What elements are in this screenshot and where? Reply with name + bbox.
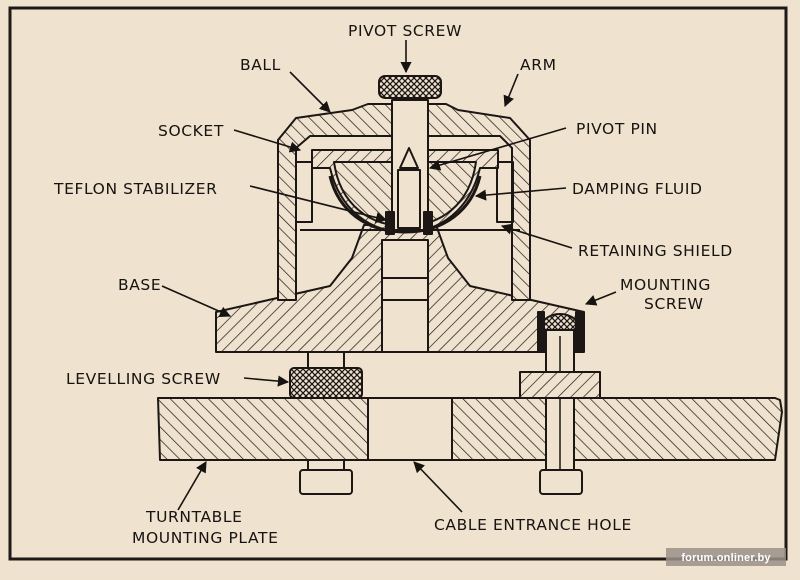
watermark: forum.onliner.by <box>666 548 786 566</box>
levelling-screw-nut <box>299 469 353 495</box>
arm-housing <box>277 103 531 301</box>
leader-lines <box>161 40 617 513</box>
label-arm: ARM <box>520 56 557 74</box>
teflon-stabilizer-left <box>385 211 395 235</box>
label-cable-entrance-hole: CABLE ENTRANCE HOLE <box>434 516 632 534</box>
left-retaining-shield <box>295 161 313 223</box>
label-base: BASE <box>118 276 161 294</box>
base-bore <box>381 239 429 353</box>
mounting-screw-nut <box>539 469 583 495</box>
leader-arm <box>503 73 519 108</box>
turntable-mounting-plate <box>157 397 783 461</box>
pivot-pin-cavity <box>397 169 421 229</box>
pivot-pin-tip <box>399 147 419 169</box>
label-damping-fluid: DAMPING FLUID <box>572 180 703 198</box>
watermark-background <box>666 548 786 566</box>
levelling-screw-knob <box>289 367 363 399</box>
callout-labels: PIVOT SCREW BALL ARM SOCKET PIVOT PIN TE… <box>53 22 733 547</box>
cable-entrance-hole-shape <box>367 397 453 461</box>
diagram-border <box>8 6 788 561</box>
leader-turntable-plate <box>177 461 207 511</box>
leader-pivot-pin <box>428 127 567 171</box>
label-pivot-pin: PIVOT PIN <box>576 120 658 138</box>
leader-damping-fluid <box>474 187 567 201</box>
mounting-screw-left-edge <box>537 311 545 353</box>
label-pivot-screw: PIVOT SCREW <box>348 22 462 40</box>
leader-base <box>161 285 232 318</box>
pivot-assembly-drawing <box>157 75 783 495</box>
label-retaining-shield: RETAINING SHIELD <box>578 242 733 260</box>
pivot-screw-knob <box>378 75 442 99</box>
label-turntable-line1: TURNTABLE <box>145 508 243 526</box>
levelling-screw-shaft <box>307 351 345 369</box>
label-mounting-screw-line2: SCREW <box>644 295 704 313</box>
leader-mounting-screw <box>584 291 617 306</box>
levelling-screw-stem <box>307 459 345 471</box>
mounting-screw-right-edge <box>575 311 583 353</box>
watermark-text: forum.onliner.by <box>681 552 771 564</box>
label-socket: SOCKET <box>158 122 224 140</box>
label-mounting-screw-line1: MOUNTING <box>620 276 711 294</box>
leader-teflon-stabilizer <box>249 185 388 223</box>
leader-cable-entrance-hole <box>413 461 463 513</box>
mounting-screw-spacer <box>519 371 601 399</box>
label-levelling-screw: LEVELLING SCREW <box>66 370 221 388</box>
leader-levelling-screw <box>243 375 290 387</box>
leader-ball <box>289 71 331 113</box>
label-turntable-line2: MOUNTING PLATE <box>132 529 279 547</box>
leader-socket <box>233 129 302 153</box>
teflon-stabilizer-right <box>423 211 433 235</box>
label-teflon-stabilizer: TEFLON STABILIZER <box>53 180 217 198</box>
label-ball: BALL <box>240 56 281 74</box>
leader-retaining-shield <box>500 223 573 249</box>
damping-fluid-layer <box>328 175 482 234</box>
